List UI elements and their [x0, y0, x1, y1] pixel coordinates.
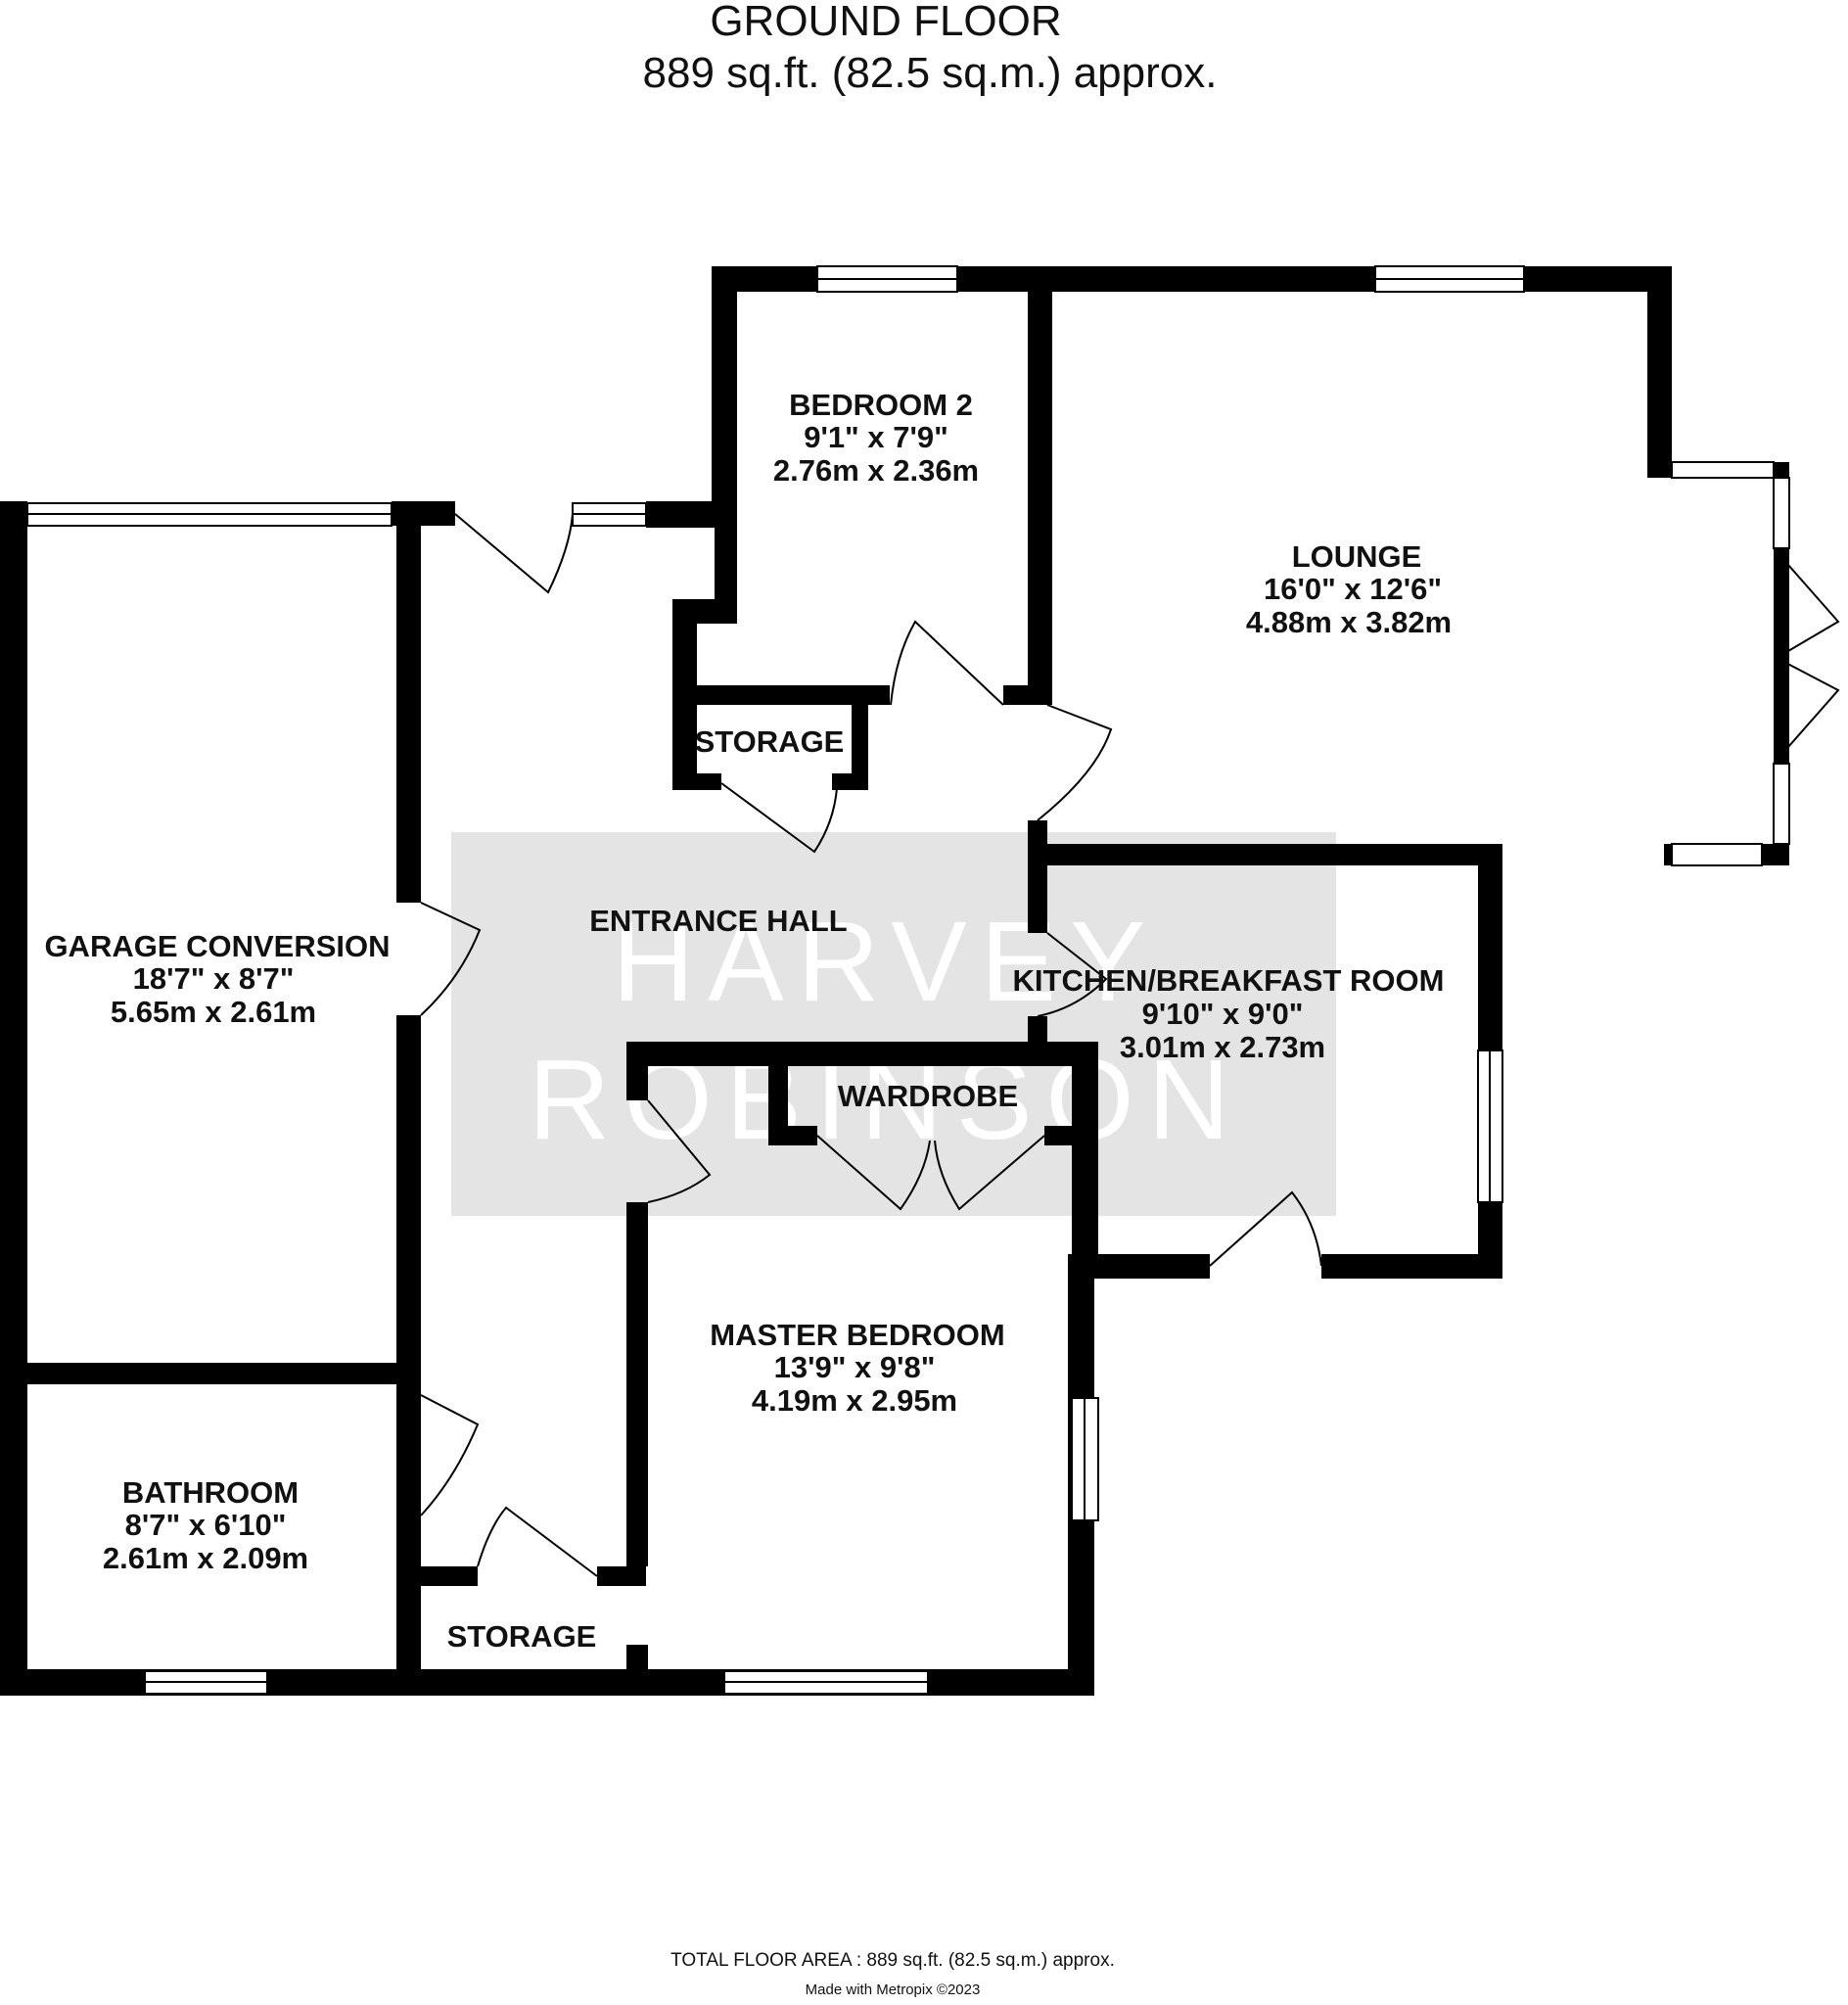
room-name: KITCHEN/BREAKFAST ROOM [1013, 963, 1445, 998]
room-name: MASTER BEDROOM [710, 1318, 1004, 1352]
wall [852, 685, 868, 790]
window [1671, 461, 1775, 479]
wall [396, 501, 421, 903]
wall [1072, 1042, 1098, 1255]
wall [768, 1042, 788, 1145]
wall [1028, 1016, 1047, 1048]
room-dimensions-imperial: 9'1" x 7'9" [804, 420, 948, 454]
wall [396, 1015, 421, 1696]
door [1773, 657, 1840, 765]
wall [396, 1566, 478, 1586]
room-name: GARAGE CONVERSION [44, 929, 390, 963]
room-dimensions-imperial: 8'7" x 6'10" [125, 1508, 287, 1542]
wall [626, 1042, 648, 1100]
room-dimensions-imperial: 9'10" x 9'0" [1142, 997, 1304, 1031]
door [420, 1394, 480, 1516]
door [420, 902, 482, 1016]
door [1037, 932, 1108, 1017]
room-master-bedroom: MASTER BEDROOM 13'9" x 9'8" 4.19m x 2.95… [710, 1318, 1004, 1418]
wall [1321, 1254, 1502, 1279]
door [720, 782, 838, 854]
room-dimensions-metric: 2.76m x 2.36m [773, 453, 979, 488]
room-dimensions-metric: 5.65m x 2.61m [111, 995, 316, 1029]
room-dimensions-metric: 4.19m x 2.95m [752, 1383, 957, 1418]
room-dimensions-metric: 2.61m x 2.09m [103, 1541, 308, 1575]
windows [26, 265, 1790, 1695]
door [477, 1506, 598, 1577]
watermark-box [451, 832, 1336, 1216]
room-entrance-hall: ENTRANCE HALL [589, 904, 848, 938]
wall [1003, 685, 1052, 705]
door [934, 1135, 1045, 1211]
room-bedroom-2: BEDROOM 2 9'1" x 7'9" 2.76m x 2.36m [773, 388, 979, 488]
watermark: HARVEY ROBINSON [451, 832, 1336, 1216]
door [1209, 1190, 1322, 1267]
room-name: WARDROBE [838, 1079, 1018, 1113]
total-floor-area: TOTAL FLOOR AREA : 889 sq.ft. (82.5 sq.m… [670, 1950, 1115, 1971]
wall [832, 773, 868, 790]
door [1773, 547, 1840, 659]
door [890, 620, 1004, 706]
room-storage-top: STORAGE [695, 724, 845, 759]
wall [1068, 1254, 1210, 1279]
wall [712, 266, 737, 526]
door [647, 1099, 712, 1203]
doors [420, 513, 1840, 1577]
room-dimensions-imperial: 18'7" x 8'7" [133, 961, 295, 996]
credit: Made with Metropix ©2023 [806, 1982, 981, 1998]
room-dimensions-imperial: 16'0" x 12'6" [1264, 572, 1442, 606]
room-name: STORAGE [695, 724, 845, 759]
floor-title: GROUND FLOOR [710, 0, 1061, 45]
floor-area: 889 sq.ft. (82.5 sq.m.) approx. [643, 49, 1218, 97]
room-wardrobe: WARDROBE [838, 1079, 1018, 1113]
window [1773, 763, 1790, 845]
wall [1028, 820, 1047, 933]
room-dimensions-metric: 4.88m x 3.82m [1246, 605, 1452, 639]
room-dimensions-imperial: 13'9" x 9'8" [774, 1350, 936, 1384]
room-bathroom: BATHROOM 8'7" x 6'10" 2.61m x 2.09m [103, 1475, 308, 1575]
room-name: LOUNGE [1292, 539, 1422, 574]
wall [0, 1363, 421, 1384]
wall [0, 501, 27, 1696]
door [816, 1135, 931, 1211]
room-kitchen-breakfast: KITCHEN/BREAKFAST ROOM 9'10" x 9'0" 3.01… [1013, 963, 1445, 1064]
wall [768, 1126, 817, 1145]
wall [715, 501, 737, 599]
room-dimensions-metric: 3.01m x 2.73m [1120, 1030, 1325, 1064]
wall [1028, 266, 1052, 705]
door [1037, 704, 1113, 821]
wall [672, 685, 890, 705]
room-name: BATHROOM [122, 1475, 299, 1510]
room-name: ENTRANCE HALL [589, 904, 848, 938]
wall [626, 1202, 648, 1566]
window [1773, 477, 1790, 549]
window [1671, 843, 1763, 866]
wall [396, 1363, 421, 1395]
door [454, 513, 574, 594]
wall [597, 1566, 646, 1586]
room-lounge: LOUNGE 16'0" x 12'6" 4.88m x 3.82m [1246, 539, 1452, 639]
room-storage-bottom: STORAGE [447, 1619, 597, 1654]
room-name: STORAGE [447, 1619, 597, 1654]
wall [1038, 844, 1502, 865]
watermark-line-1: HARVEY [613, 898, 1160, 1025]
wall [626, 1042, 1098, 1066]
room-name: BEDROOM 2 [789, 388, 973, 422]
room-garage-conversion: GARAGE CONVERSION 18'7" x 8'7" 5.65m x 2… [44, 929, 390, 1029]
wall [672, 773, 721, 790]
wall [1647, 266, 1672, 462]
wall [626, 1645, 648, 1696]
